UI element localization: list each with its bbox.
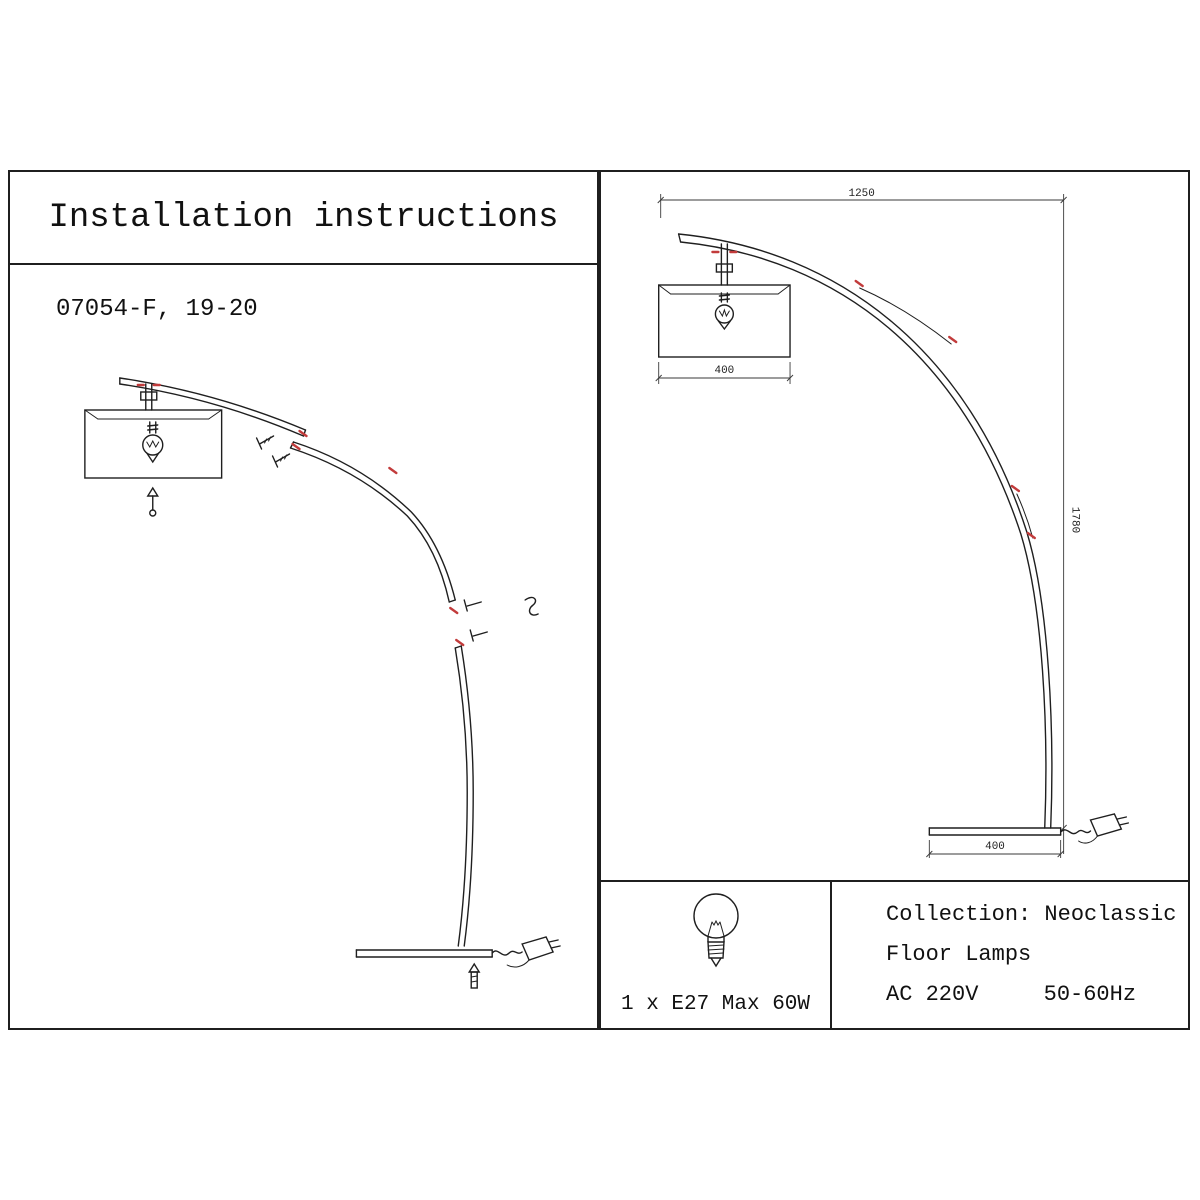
- collection-cell: Collection: Neoclassic Floor Lamps AC 22…: [830, 882, 1188, 1028]
- power-cord: [1059, 813, 1130, 844]
- dim-base-label: 400: [985, 841, 1005, 853]
- arc-upper-segment: [119, 377, 307, 437]
- base-bar: [928, 827, 1062, 836]
- frequency-value: 50-60Hz: [1043, 982, 1137, 1007]
- lampshade-assembly: [658, 243, 791, 358]
- lampshade-assembly: [84, 383, 223, 479]
- exploded-diagram: [84, 377, 561, 989]
- instructions-panel: Installation instructions 07054-F, 19-20: [8, 170, 599, 1030]
- collection-line: Collection: Neoclassic: [886, 902, 1177, 927]
- dim-height-label: 1780: [1069, 507, 1081, 533]
- model-number: 07054-F, 19-20: [56, 296, 258, 323]
- connector-marks: [136, 383, 465, 647]
- dimension-lines: 1250 1780 400 400: [655, 188, 1081, 858]
- dim-shade-label: 400: [715, 365, 735, 377]
- bulb-icon: [692, 893, 739, 968]
- bulb-spec-label: 1 x E27 Max 60W: [620, 993, 811, 1016]
- spec-strip: 1 x E27 Max 60W Collection: Neoclassic F…: [601, 880, 1188, 1028]
- page-title: Installation instructions: [48, 198, 559, 237]
- connector-marks: [711, 250, 1036, 540]
- s-hook: [524, 596, 539, 616]
- power-line: AC 220V 50-60Hz: [886, 982, 1188, 1007]
- assembled-diagram: 1250 1780 400 400: [655, 188, 1130, 858]
- finial-screw: [146, 486, 160, 517]
- panel-title-row: Installation instructions: [10, 172, 597, 265]
- screw-set-middle: [463, 599, 488, 642]
- arc-middle-segment: [289, 441, 456, 603]
- screw-set-upper: [255, 435, 291, 468]
- base-bar: [355, 949, 493, 958]
- arc-lower-segment: [454, 645, 474, 947]
- arc-joints: [859, 287, 1034, 539]
- dimensions-panel: 1250 1780 400 400: [599, 170, 1190, 1030]
- bulb-spec-cell: 1 x E27 Max 60W: [601, 882, 830, 1028]
- voltage-value: AC 220V: [886, 982, 979, 1007]
- power-cord: [491, 936, 561, 968]
- dim-top-label: 1250: [849, 188, 875, 200]
- base-screw: [467, 962, 481, 989]
- arc-pole: [677, 233, 1053, 829]
- category-line: Floor Lamps: [886, 942, 1032, 967]
